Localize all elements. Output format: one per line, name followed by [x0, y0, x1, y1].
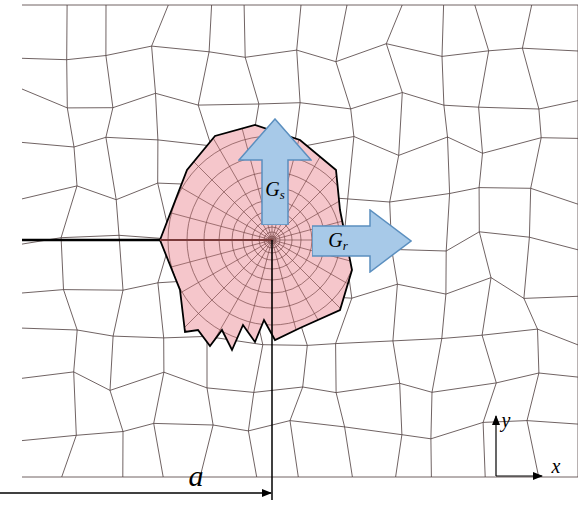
mesh-line: [22, 328, 578, 345]
axis-arrow: [495, 416, 496, 476]
coarse-mesh: [22, 5, 578, 477]
arrow-outline: [238, 118, 312, 225]
mesh-spoke: [272, 240, 308, 375]
dimension-line: [271, 240, 273, 500]
mesh-spoke: [137, 204, 272, 240]
mesh-spoke: [272, 240, 342, 361]
arrow-shape: Gs: [238, 118, 312, 225]
mesh-line: [22, 5, 578, 6]
arrow-label: Gs: [265, 179, 285, 201]
mesh-spoke: [236, 240, 272, 375]
mesh-line: [475, 5, 497, 477]
crack-line: [22, 239, 160, 242]
axis-label: y: [502, 410, 511, 430]
mesh-line: [522, 5, 541, 477]
arrow-outline: [312, 209, 412, 273]
axis-arrow: [496, 475, 542, 476]
mesh-spoke: [137, 240, 272, 276]
arrow-shape: Gr: [312, 209, 412, 273]
mesh-spoke: [173, 240, 272, 339]
mesh-line: [22, 477, 578, 478]
mesh-line: [22, 44, 578, 62]
axis-label: x: [552, 456, 561, 476]
mesh-spoke: [151, 170, 272, 240]
crack-line: [160, 239, 272, 241]
dimension-arrow: [0, 492, 271, 494]
arrow-label: Gr: [328, 230, 348, 252]
dimension-label: a: [189, 461, 204, 491]
mesh-line: [22, 372, 578, 393]
mesh-line: [431, 5, 450, 477]
mesh-line: [22, 421, 578, 441]
mesh-spoke: [151, 240, 272, 310]
arrow-fill: [312, 210, 411, 272]
arrow-fill: [239, 119, 311, 225]
